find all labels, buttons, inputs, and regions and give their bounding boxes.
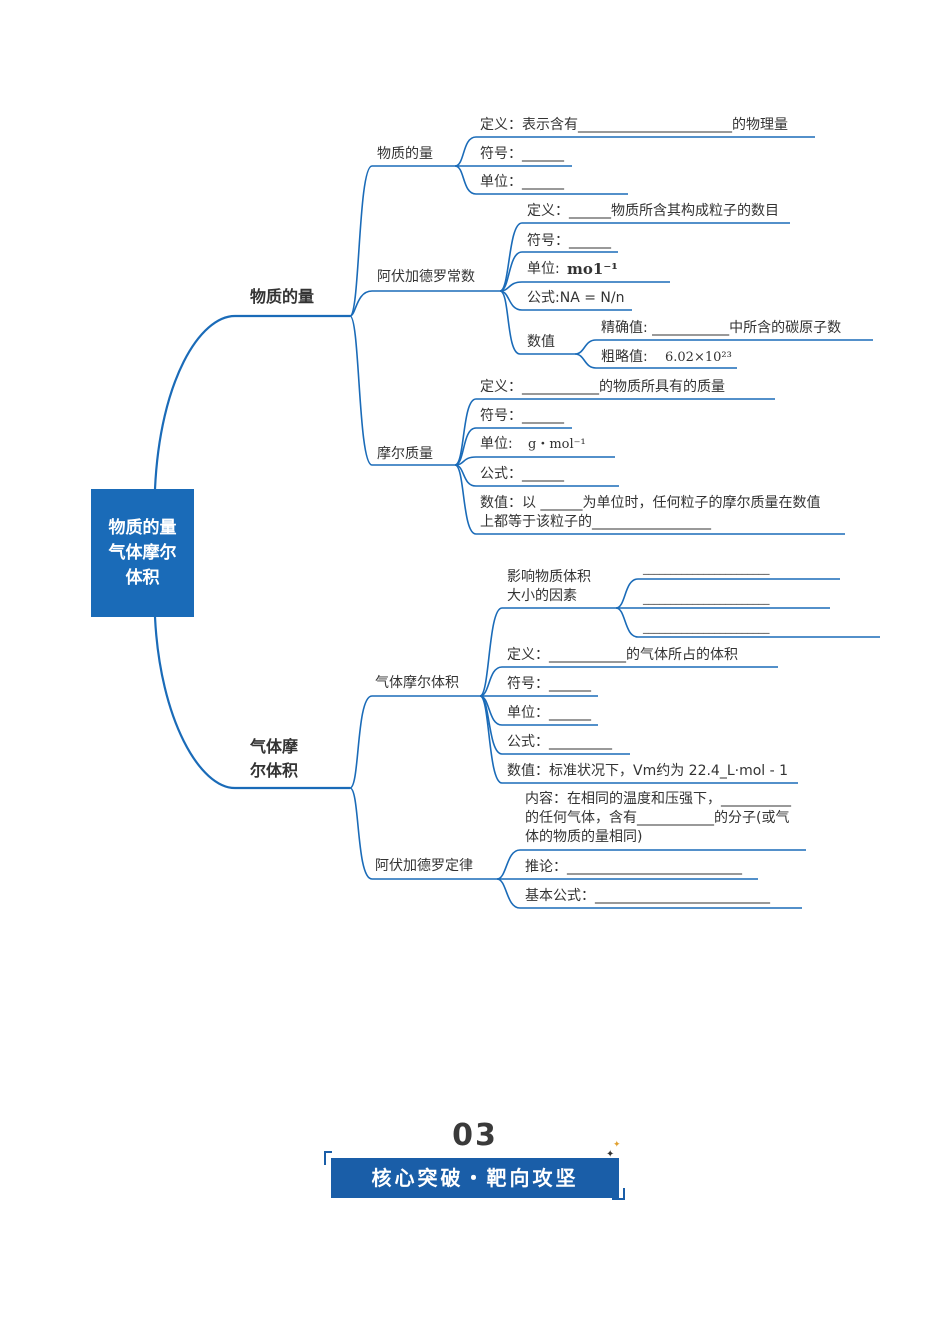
node-amount-of-substance: 物质的量 — [377, 146, 433, 162]
leaf-unit-value: g・mol⁻¹ — [528, 437, 586, 452]
leaf-unit-value: mo1⁻¹ — [567, 260, 618, 278]
leaf-factors-line2: 大小的因素 — [507, 588, 577, 604]
leaf-formula: 公式:NA = N/n — [527, 290, 625, 306]
leaf-factors-line1: 影响物质体积 — [507, 569, 591, 585]
leaf-unit-label: 单位: — [527, 261, 560, 277]
leaf-definition: 定义：表示含有______________________的物理量 — [480, 117, 788, 133]
sparkle-icon: ✦ — [606, 1149, 614, 1160]
factor-blank: _______________________ — [643, 621, 770, 634]
leaf-definition: 定义：___________的物质所具有的质量 — [480, 379, 725, 395]
node-molar-mass: 摩尔质量 — [377, 446, 433, 462]
leaf-approx-label: 粗略值: — [601, 349, 648, 365]
leaf-formula: 公式：______ — [480, 466, 564, 482]
leaf-value-line1: 数值：以 ______为单位时，任何粒子的摩尔质量在数值 — [480, 495, 821, 511]
leaf-symbol: 符号：______ — [480, 146, 564, 162]
node-avogadro-law: 阿伏加德罗定律 — [375, 858, 473, 874]
leaf-value-line2: 上都等于该粒子的_________________ — [480, 514, 711, 530]
leaf-content-line1: 内容：在相同的温度和压强下，__________ — [525, 791, 791, 807]
leaf-basic-formula: 基本公式：_________________________ — [525, 888, 770, 904]
leaf-unit: 单位：______ — [507, 705, 591, 721]
leaf-inference: 推论：_________________________ — [525, 859, 742, 875]
sparkle-icon: ✦ — [613, 1140, 621, 1150]
section-title-banner: 核心突破・靶向攻坚 — [331, 1158, 619, 1198]
branch-gas-molar-volume: 气体摩 尔体积 — [250, 737, 299, 780]
factor-blank: _______________________ — [643, 562, 770, 575]
leaf-value-label: 数值 — [527, 334, 555, 350]
node-avogadro-constant: 阿伏加德罗常数 — [377, 269, 475, 285]
factor-blank: _______________________ — [643, 592, 770, 605]
leaf-content-line2: 的任何气体，含有___________的分子(或气 — [525, 810, 790, 826]
leaf-unit: 单位：______ — [480, 174, 564, 190]
leaf-precise-value: 精确值: ___________中所含的碳原子数 — [601, 320, 842, 336]
leaf-value: 数值：标准状况下，Vm约为 22.4_L·mol - 1 — [507, 763, 789, 779]
leaf-content-line3: 体的物质的量相同) — [525, 829, 643, 845]
leaf-definition: 定义：___________的气体所占的体积 — [507, 647, 738, 663]
leaf-symbol: 符号：______ — [480, 408, 564, 424]
leaf-formula: 公式：_________ — [507, 734, 612, 750]
node-gas-molar-volume: 气体摩尔体积 — [375, 675, 459, 691]
leaf-symbol: 符号：______ — [527, 233, 611, 249]
branch-amount: 物质的量 — [250, 287, 315, 306]
leaf-approx-value: 6.02×10²³ — [665, 350, 732, 365]
leaf-symbol: 符号：______ — [507, 676, 591, 692]
leaf-definition: 定义：______物质所含其构成粒子的数目 — [527, 203, 779, 219]
mindmap-root: 物质的量 气体摩尔体积 — [91, 489, 194, 617]
section-number: 03 — [452, 1118, 498, 1153]
leaf-unit-label: 单位: — [480, 436, 513, 452]
